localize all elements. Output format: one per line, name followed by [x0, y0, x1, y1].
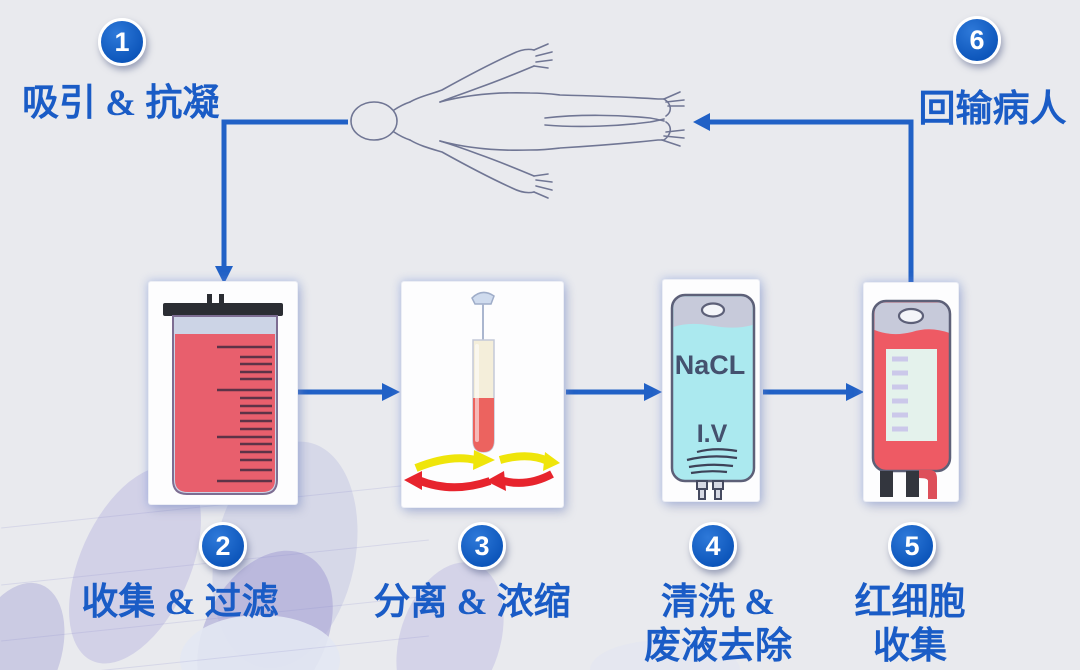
saline-bag-card: NaCL I.V: [663, 280, 759, 501]
step-circle-6: 6: [953, 16, 1001, 64]
saline-bag-label-iv: I.V: [697, 420, 728, 448]
blood-bag-illustration: [871, 299, 952, 499]
arrow-bag-to-patient: [708, 119, 914, 283]
step-label-4-line1: 清洗 &: [660, 582, 776, 623]
collection-reservoir-illustration: [163, 294, 283, 495]
step-circle-4: 4: [689, 522, 737, 570]
step-label-4-line2: 废液去除: [644, 626, 792, 667]
patient-body-outline: [350, 43, 685, 199]
step-number: 4: [705, 530, 721, 561]
centrifuge-tube-card: [402, 282, 563, 507]
flow-arrows: [221, 119, 914, 395]
step-number: 6: [969, 24, 985, 55]
arrow-patient-to-reservoir: [221, 119, 348, 268]
saline-bag-label-nacl: NaCL: [675, 350, 746, 380]
step-label-5-line2: 收集: [873, 626, 947, 667]
step-circle-1: 1: [98, 18, 146, 66]
spin-arrows: [404, 450, 560, 492]
step-number: 3: [474, 530, 490, 561]
step-label-1: 吸引 & 抗凝: [22, 83, 220, 124]
step-label-4: 清洗 & 废液去除: [618, 581, 818, 669]
step-label-3: 分离 & 浓缩: [373, 582, 571, 623]
step-label-6: 回输病人: [918, 89, 1067, 130]
step-circle-5: 5: [888, 522, 936, 570]
flow-arrowheads: [215, 113, 864, 401]
step-number: 2: [215, 530, 231, 561]
step-label-5: 红细胞 收集: [810, 581, 1010, 669]
step-number: 1: [114, 26, 130, 57]
step-label-2: 收集 & 过滤: [81, 582, 279, 623]
blood-bag-card: [864, 283, 958, 501]
step-circle-2: 2: [199, 522, 247, 570]
step-label-5-line1: 红细胞: [854, 582, 966, 623]
centrifuge-tube-illustration: [404, 291, 560, 492]
saline-bag-illustration: NaCL I.V: [670, 293, 756, 500]
step-number: 5: [904, 530, 920, 561]
step-circle-3: 3: [458, 522, 506, 570]
collection-reservoir-card: [149, 282, 297, 504]
